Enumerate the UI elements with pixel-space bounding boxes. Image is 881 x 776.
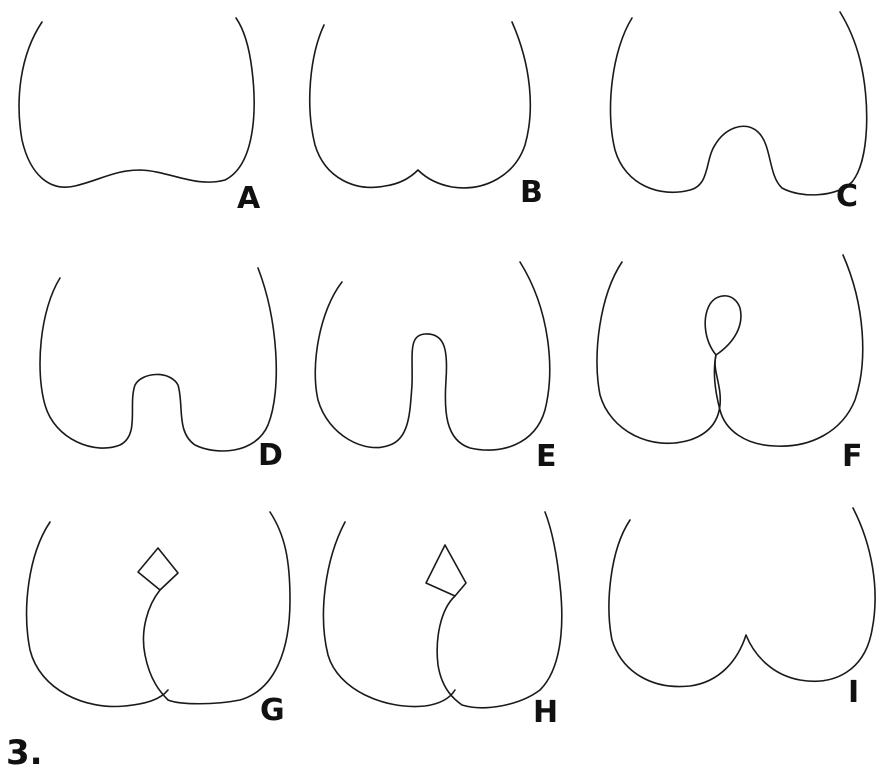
panel-g-label: G [260, 693, 285, 728]
panel-h-outline-left [323, 522, 455, 707]
panel-h-label: H [533, 695, 558, 730]
panel-c-label: C [836, 179, 858, 214]
panel-f-loop [705, 296, 741, 355]
panel-e-outline [315, 262, 549, 450]
panel-h: H [323, 512, 561, 730]
panel-i-label: I [848, 675, 859, 710]
panel-f-outline-right [714, 255, 862, 446]
panel-e: E [315, 262, 556, 474]
panel-b: B [310, 22, 543, 210]
panel-b-label: B [520, 175, 543, 210]
panel-f-label: F [842, 439, 863, 474]
panel-f-outline-left [597, 262, 720, 443]
panel-d-outline [40, 268, 276, 451]
panel-e-label: E [536, 439, 557, 474]
panel-g-diamond [138, 548, 178, 590]
panel-c-outline [610, 12, 866, 195]
panel-g-outline-right [143, 512, 290, 704]
panel-a-outline [19, 18, 254, 187]
panel-h-diamond [426, 545, 466, 596]
panel-d-label: D [258, 438, 283, 473]
panel-c: C [610, 12, 866, 214]
panel-f: F [597, 255, 863, 474]
figure-number: 3. [6, 733, 43, 773]
panel-i: I [609, 508, 875, 710]
panel-a-label: A [237, 181, 261, 216]
panel-h-outline-right [437, 512, 562, 708]
panel-g: G [27, 512, 290, 728]
panel-i-outline [609, 508, 875, 687]
panel-b-outline [310, 22, 531, 188]
panel-d: D [40, 268, 283, 473]
panel-a: A [19, 18, 261, 216]
